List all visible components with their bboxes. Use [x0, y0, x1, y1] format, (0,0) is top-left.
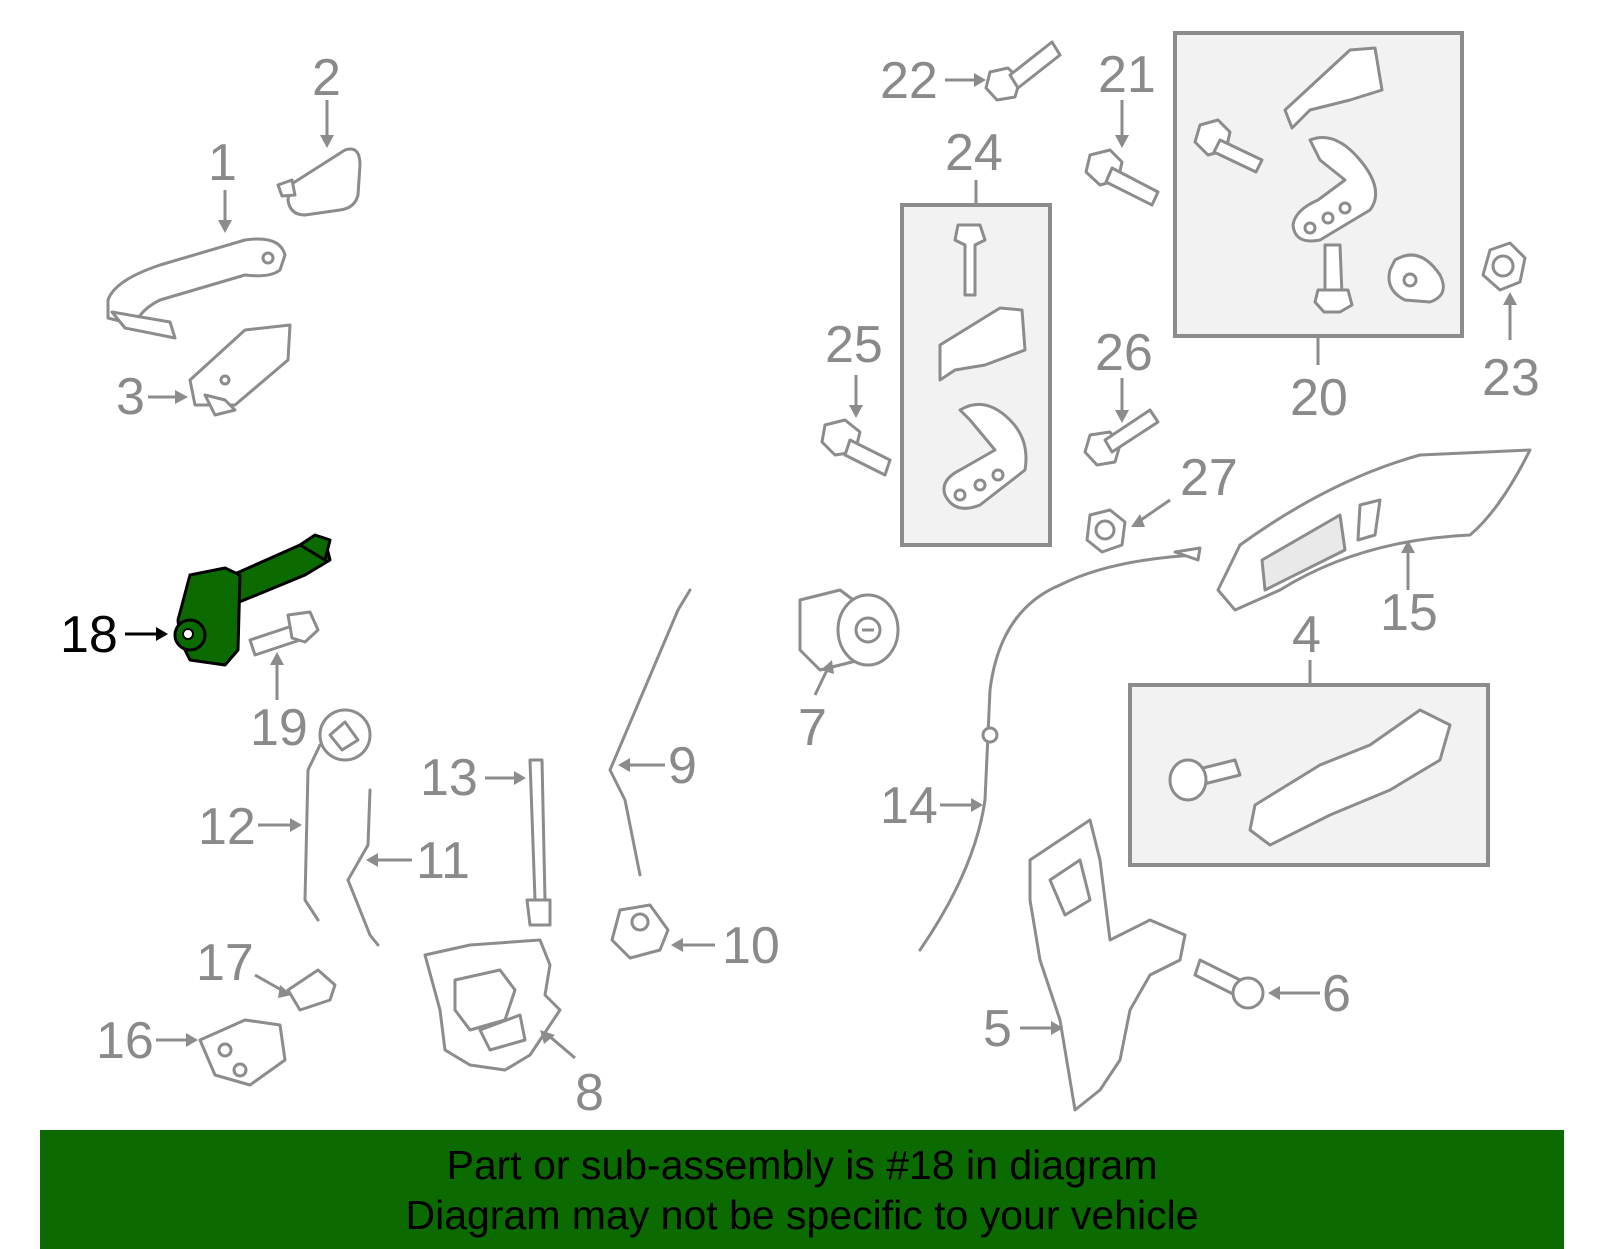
callout-5: 5 — [983, 1000, 1012, 1058]
banner-line-1: Part or sub-assembly is #18 in diagram — [446, 1142, 1158, 1188]
arrow-7 — [813, 667, 830, 696]
part-13-rod — [525, 758, 552, 927]
callout-12: 12 — [198, 798, 256, 856]
callout-27: 27 — [1180, 449, 1238, 507]
callout-15: 15 — [1380, 584, 1438, 642]
callout-8: 8 — [575, 1064, 604, 1122]
part-11-rod — [346, 788, 380, 947]
part-8-door-latch — [423, 938, 562, 1072]
part-15-inner-handle — [1216, 448, 1532, 612]
callout-13: 13 — [420, 749, 478, 807]
part-1-outer-handle — [106, 237, 287, 340]
part-26-bolt — [1083, 408, 1160, 467]
part-16-striker — [198, 1018, 287, 1087]
callout-14: 14 — [880, 777, 938, 835]
callout-2: 2 — [312, 49, 341, 107]
callout-7: 7 — [798, 699, 827, 757]
callout-24: 24 — [945, 124, 1003, 182]
arrow-27 — [1137, 498, 1171, 524]
part-4-handle-assembly — [1168, 708, 1452, 847]
part-22-bolt — [984, 40, 1062, 102]
part-2-handle-cap — [276, 147, 362, 217]
part-20-hinge-assembly — [1193, 46, 1445, 314]
part-10-clip — [610, 903, 670, 960]
part-18-door-check — [173, 533, 332, 667]
part-21-bolt — [1084, 148, 1160, 207]
info-banner: Part or sub-assembly is #18 in diagram D… — [40, 1130, 1564, 1249]
callout-9: 9 — [668, 737, 697, 795]
callout-19: 19 — [250, 699, 308, 757]
banner-line-2: Diagram may not be specific to your vehi… — [405, 1192, 1199, 1238]
callout-10: 10 — [722, 917, 780, 975]
parts-diagram: 2 1 3 18 19 12 — [60, 31, 1540, 1122]
callout-21: 21 — [1098, 46, 1156, 104]
part-6-bolt — [1193, 958, 1265, 1010]
callout-16: 16 — [96, 1012, 154, 1070]
part-3-handle-bracket — [188, 323, 292, 417]
callout-17: 17 — [196, 934, 254, 992]
part-14-cable — [918, 546, 1202, 952]
part-19-bolt — [248, 610, 320, 657]
callout-23: 23 — [1482, 349, 1540, 407]
callout-26: 26 — [1095, 324, 1153, 382]
callout-18: 18 — [60, 606, 118, 664]
part-24-hinge-assembly — [938, 223, 1028, 510]
arrow-8 — [547, 1033, 576, 1060]
part-7-lock-cylinder — [798, 588, 900, 672]
callout-4: 4 — [1292, 606, 1321, 664]
part-23-nut — [1481, 241, 1527, 292]
part-5-bracket — [1028, 818, 1187, 1112]
part-25-bolt — [820, 418, 892, 477]
part-17-bumper — [286, 968, 337, 1012]
callout-20: 20 — [1290, 369, 1348, 427]
callout-1: 1 — [208, 134, 237, 192]
callout-3: 3 — [116, 368, 145, 426]
part-9-rod — [608, 588, 692, 877]
callout-6: 6 — [1322, 965, 1351, 1023]
callout-11: 11 — [416, 832, 470, 890]
callout-22: 22 — [880, 52, 938, 110]
part-27-nut — [1085, 508, 1127, 554]
callout-25: 25 — [825, 316, 883, 374]
part-12-rod — [303, 708, 372, 922]
